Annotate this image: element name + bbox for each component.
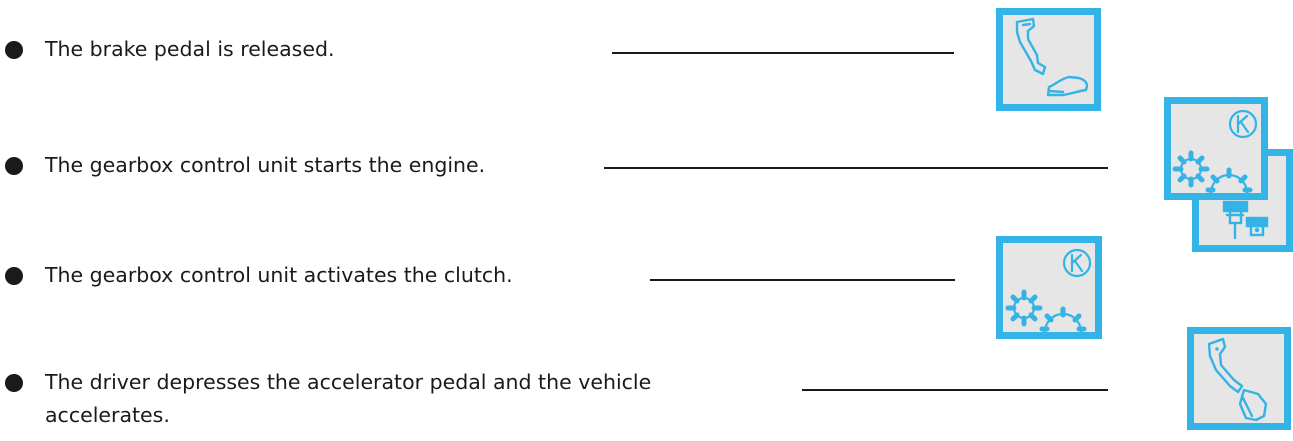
step-4-text-line-2: accelerates.	[45, 403, 170, 427]
foot-releasing-brake-pedal-icon	[996, 8, 1101, 111]
bullet-point	[5, 374, 23, 392]
step-4-text-line-1: The driver depresses the accelerator ped…	[45, 370, 652, 394]
connector-line	[650, 279, 955, 281]
accelerator-pedal-depressed-icon	[1187, 327, 1291, 430]
bullet-point	[5, 41, 23, 59]
connector-line	[604, 167, 1108, 169]
bullet-point	[5, 267, 23, 285]
connector-line	[612, 52, 954, 54]
step-1-text: The brake pedal is released.	[45, 37, 335, 61]
control-unit-gears-icon	[996, 236, 1102, 339]
step-3-text: The gearbox control unit activates the c…	[45, 263, 513, 287]
bullet-point	[5, 157, 23, 175]
connector-line	[802, 389, 1108, 391]
control-unit-gears-icon	[1164, 97, 1268, 200]
step-2-text: The gearbox control unit starts the engi…	[45, 153, 486, 177]
